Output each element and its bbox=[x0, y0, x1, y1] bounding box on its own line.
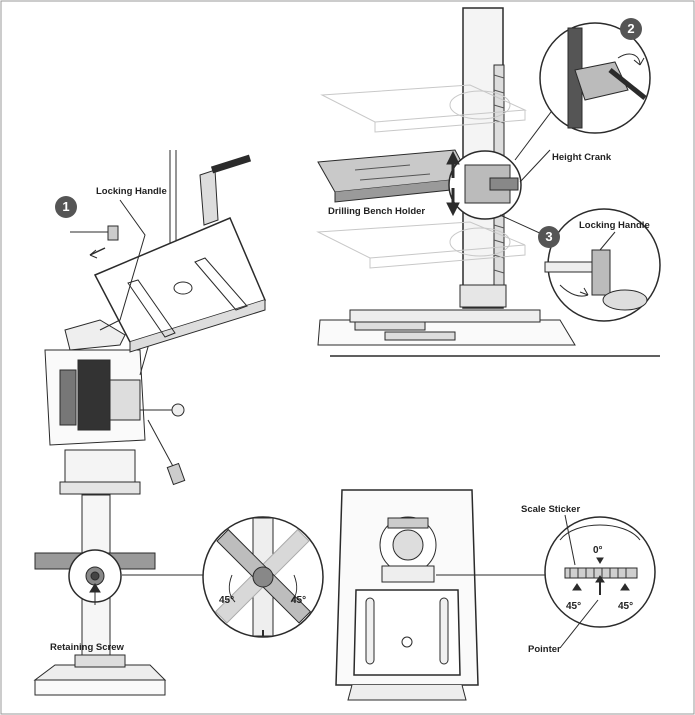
drill-press-left bbox=[33, 319, 205, 696]
step-badge-3: 3 bbox=[538, 226, 560, 248]
work-table-tilted bbox=[70, 150, 267, 353]
tilt-angle-left: 45° bbox=[219, 595, 235, 606]
label-retaining-screw: Retaining Screw bbox=[50, 642, 124, 653]
label-locking-handle-step1: Locking Handle bbox=[96, 186, 167, 197]
label-locking-handle-step3: Locking Handle bbox=[579, 220, 650, 231]
label-drilling-bench-holder: Drilling Bench Holder bbox=[328, 206, 426, 217]
inset-detail-3 bbox=[544, 208, 661, 322]
step-badge-2: 2 bbox=[620, 18, 642, 40]
scale-left-mark: 45° bbox=[566, 601, 582, 612]
step-badge-1: 1 bbox=[55, 196, 77, 218]
inset-detail-2 bbox=[539, 22, 651, 134]
label-pointer: Pointer bbox=[528, 644, 561, 655]
height-crank-panel bbox=[316, 7, 660, 357]
scale-right-mark: 45° bbox=[618, 601, 634, 612]
table-front-view bbox=[335, 489, 548, 701]
tilt-angle-right: 45° bbox=[291, 595, 307, 606]
tilt-angle-inset bbox=[202, 516, 324, 638]
scale-zero-mark: 0° bbox=[593, 545, 603, 556]
scale-inset bbox=[544, 514, 656, 649]
label-height-crank: Height Crank bbox=[552, 152, 612, 163]
label-scale-sticker: Scale Sticker bbox=[521, 504, 581, 515]
